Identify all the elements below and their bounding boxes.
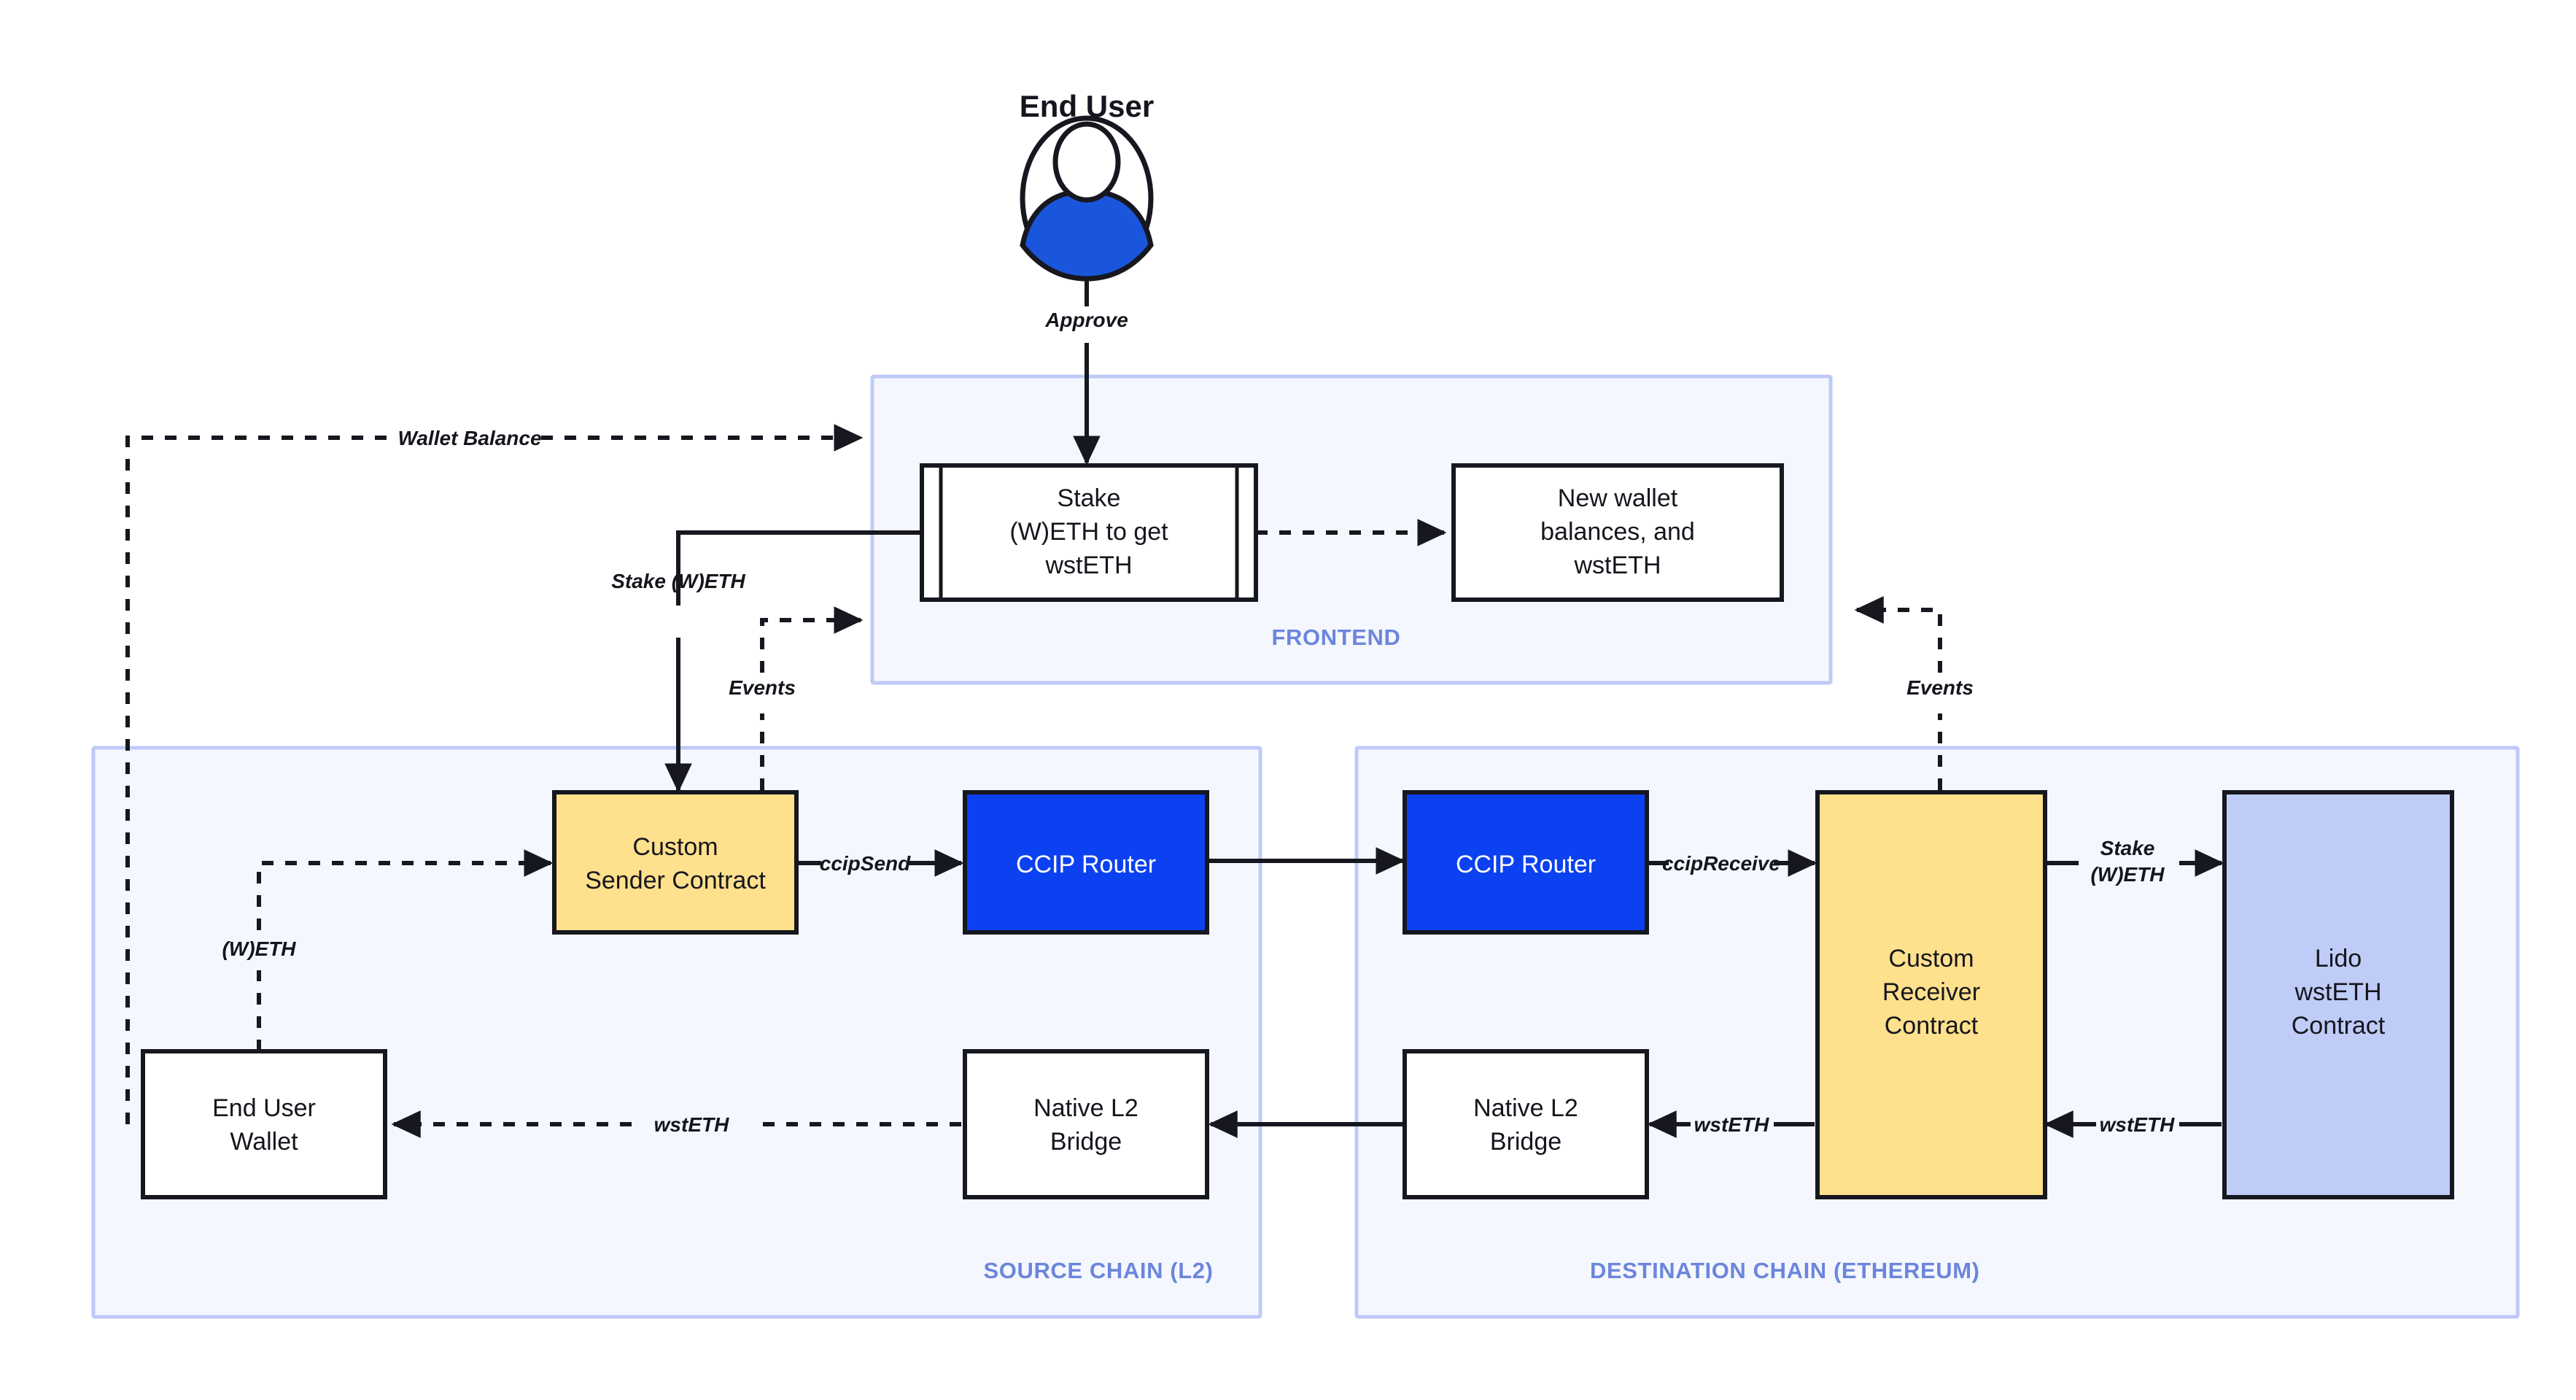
node-end-user-wallet-rect [141,1049,387,1199]
edge-wsteth-wallet-label: wstETH [654,1113,729,1136]
edge-weth-in-line [257,849,554,930]
zone-destination-label: DESTINATION CHAIN (ETHEREUM) [1590,1258,1980,1283]
edge-wallet-balance-label: Wallet Balance [397,427,541,449]
node-new-balances-label-3: wstETH [1574,552,1661,579]
node-sender-contract-rect [552,790,799,935]
zone-frontend-label: FRONTEND [1271,624,1400,650]
node-end-user-wallet-label-2: Wallet [230,1128,298,1156]
zone-source-label: SOURCE CHAIN (L2) [983,1258,1213,1283]
node-bridge-source-label-2: Bridge [1050,1128,1122,1156]
node-lido-contract-label-2: wstETH [2294,978,2382,1006]
edge-ccip-receive: ccipReceive [1647,849,1817,877]
edge-events-eth: Events [1854,596,1974,790]
node-lido-contract[interactable]: Lido wstETH Contract [2222,790,2454,1199]
node-end-user-wallet[interactable]: End User Wallet [141,1049,387,1199]
node-router-destination-label: CCIP Router [1456,851,1596,878]
node-sender-contract[interactable]: Custom Sender Contract [552,790,799,935]
node-receiver-contract-label-3: Contract [1885,1012,1979,1040]
node-router-source-label: CCIP Router [1016,851,1156,878]
node-receiver-contract[interactable]: Custom Receiver Contract [1815,790,2047,1199]
edge-wsteth-bridge-label: wstETH [1694,1113,1769,1136]
node-lido-contract-label-3: Contract [2292,1012,2386,1040]
node-bridge-destination-rect [1403,1049,1649,1199]
edge-wsteth-wallet: wstETH [391,1110,961,1138]
node-end-user-wallet-label-1: End User [212,1094,316,1122]
edge-stake-weth-eth-label-1: Stake [2100,837,2155,859]
person-icon [1020,115,1154,282]
edge-wallet-balance: Wallet Balance [125,424,864,1124]
node-new-balances-rect [1451,463,1784,602]
node-stake-form-label-2: (W)ETH to get [1009,518,1168,546]
edge-stake-weth-l2: Stake (W)ETH [611,530,922,793]
node-lido-contract-label-1: Lido [2315,945,2362,972]
edge-ccip-receive-label: ccipReceive [1662,852,1780,875]
node-router-source-rect [963,790,1209,935]
edge-approve-label: Approve [1044,309,1128,331]
node-lido-contract-rect [2222,790,2454,1199]
edge-events-l2: Events [729,606,864,790]
zone-frontend-rect [870,374,1833,685]
edge-ccip-send-label: ccipSend [820,852,911,875]
node-receiver-contract-rect [1815,790,2047,1199]
zone-frontend: FRONTEND [870,374,1833,685]
node-bridge-destination-label-2: Bridge [1490,1128,1561,1156]
node-sender-contract-label-1: Custom [632,833,718,861]
node-bridge-source-rect [963,1049,1209,1199]
node-new-balances-label-1: New wallet [1558,484,1678,512]
node-stake-form[interactable]: Stake (W)ETH to get wstETH [920,463,1258,602]
node-router-destination[interactable]: CCIP Router [1403,790,1649,935]
edge-stake-weth-upper [676,530,922,606]
node-receiver-contract-label-1: Custom [1888,945,1974,972]
edge-wsteth-lido-label: wstETH [2100,1113,2175,1136]
edge-events-eth-label: Events [1906,676,1974,699]
edge-wsteth-bridge: wstETH [1647,1110,1815,1138]
node-router-source[interactable]: CCIP Router [963,790,1209,935]
node-new-balances-label-2: balances, and [1540,518,1695,546]
edge-wallet-balance-left [125,436,397,1124]
node-bridge-destination-label-1: Native L2 [1473,1094,1578,1122]
edge-events-eth-upper [1854,596,1942,673]
node-bridge-destination[interactable]: Native L2 Bridge [1403,1049,1649,1199]
node-receiver-contract-label-2: Receiver [1882,978,1980,1006]
node-sender-contract-label-2: Sender Contract [585,867,766,894]
edge-stake-weth-eth-label-2: (W)ETH [2090,863,2165,886]
node-bridge-source-label-1: Native L2 [1033,1094,1138,1122]
edge-stake-weth-label: Stake (W)ETH [611,570,745,592]
edge-wsteth-lido: wstETH [2044,1110,2222,1138]
edge-weth-in: (W)ETH [222,849,554,1051]
node-stake-form-label-1: Stake [1058,484,1121,512]
node-stake-form-outer [920,463,1258,602]
node-router-destination-rect [1403,790,1649,935]
node-stake-form-label-3: wstETH [1045,552,1133,579]
edge-stake-weth-eth: Stake (W)ETH [2044,837,2224,886]
edge-ccip-send: ccipSend [796,849,964,877]
node-bridge-source[interactable]: Native L2 Bridge [963,1049,1209,1199]
edge-events-l2-upper [760,606,864,673]
node-new-balances[interactable]: New wallet balances, and wstETH [1451,463,1784,602]
edge-events-l2-label: Events [729,676,796,699]
actor-end-user[interactable]: End User [1020,89,1154,282]
edge-weth-in-label: (W)ETH [222,937,296,960]
